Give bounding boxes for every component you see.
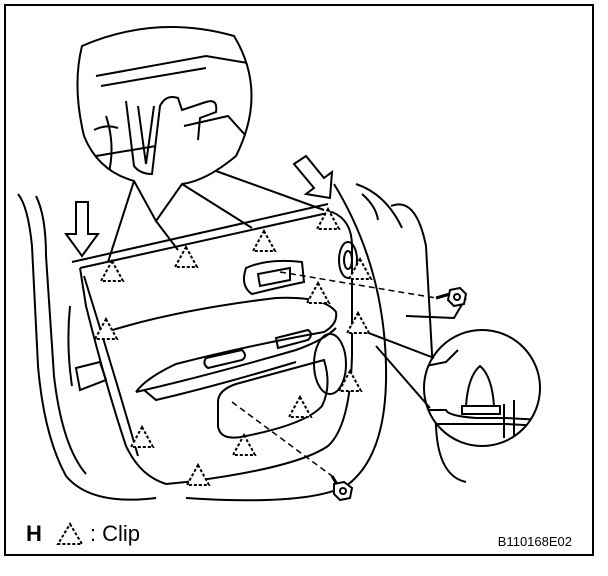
legend: H : Clip	[26, 518, 140, 550]
door-trim-illustration	[17, 26, 541, 502]
illustration-frame: H : Clip B110168E02	[4, 4, 594, 556]
legend-text: : Clip	[89, 521, 141, 546]
clip-marker	[346, 312, 370, 334]
dashed-triangle-icon	[56, 522, 84, 545]
leader-line-upper	[279, 271, 437, 299]
clip-marker	[316, 208, 340, 230]
right-detail-callout	[365, 329, 541, 447]
clip-marker	[100, 260, 124, 282]
clip-marker	[252, 230, 276, 252]
door-trim-panel	[71, 203, 358, 485]
car-body-outline	[17, 183, 467, 502]
legend-letter: H	[26, 521, 42, 546]
clip-marker	[130, 426, 154, 448]
direction-arrow-left	[64, 201, 100, 258]
screw-lower	[330, 475, 354, 502]
clip-marker	[186, 464, 210, 486]
clip-marker	[174, 246, 198, 268]
clip-marker	[288, 396, 312, 418]
screw-upper	[435, 286, 468, 308]
figure-code: B110168E02	[497, 534, 572, 549]
clip-marker	[306, 282, 330, 304]
direction-arrow-right	[292, 154, 334, 200]
top-detail-callout	[76, 26, 325, 263]
pillar-detail	[67, 305, 108, 392]
leader-line-lower	[231, 401, 333, 477]
